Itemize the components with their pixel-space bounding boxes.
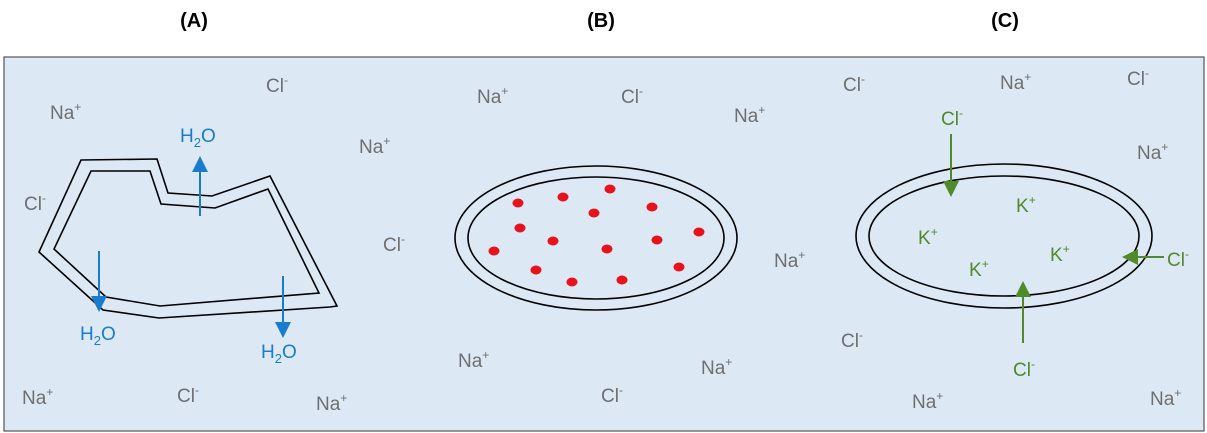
chloride-ion-label: Cl- [383,232,405,256]
chloride-ion-label: Cl- [24,191,46,215]
chloride-ion-label: Cl- [266,73,288,97]
potassium-ion-label: K+ [969,257,989,281]
sodium-ion-label: Na+ [1000,70,1031,94]
panel-label-c: (C) [991,10,1019,32]
potassium-ion-label: K+ [1050,242,1070,266]
chloride-ion-label: Cl- [843,72,865,96]
red-particle [514,223,526,233]
sodium-ion-label: Na+ [359,134,390,158]
sodium-ion-label: Na+ [912,389,943,413]
sodium-ion-label: Na+ [774,248,805,272]
sodium-ion-label: Na+ [734,103,765,127]
panel-label-b: (B) [587,10,615,32]
water-label: H2O [261,342,297,366]
red-particle [646,202,658,212]
sodium-ion-label: Na+ [316,391,347,415]
red-particle [547,236,559,246]
red-particle [604,184,616,194]
chloride-ion-label: Cl- [177,383,199,407]
red-particle [557,192,569,202]
red-particle [512,198,524,208]
red-particle [588,208,600,218]
sodium-ion-label: Na+ [22,385,53,409]
potassium-ion-label: K+ [918,225,938,249]
chloride-ion-label: Cl- [841,328,863,352]
chloride-ion-label: Cl- [1127,66,1149,90]
red-particle [601,244,613,254]
chloride-ion-label-green: Cl- [1167,247,1189,271]
red-particle [530,265,542,275]
water-arrows [91,156,291,338]
red-particle [693,227,705,237]
water-labels: H2O H2O H2O [80,126,297,366]
chloride-ion-label: Cl- [601,383,623,407]
red-particle [651,235,663,245]
shrunken-cell-membrane [38,158,339,319]
sodium-ion-label: Na+ [458,348,489,372]
extracellular-ions: Na+ Cl- Na+ Cl- Cl- Na+ Cl- Na+ Na+ Cl- … [22,66,1181,415]
water-label: H2O [80,324,116,348]
chloride-arrows [943,134,1164,343]
sodium-ion-label: Na+ [701,355,732,379]
chloride-ion-label: Cl- [621,84,643,108]
cell-membrane-b [454,165,738,311]
cell-membrane-c [855,163,1153,309]
red-particle [616,275,628,285]
sodium-ion-label: Na+ [477,84,508,108]
potassium-ion-label: K+ [1016,193,1036,217]
extracellular-solution-background [3,56,1205,432]
green-ion-labels: Cl- Cl- Cl- K+ K+ K+ K+ [918,106,1189,381]
red-particle [488,246,500,256]
red-particle [673,262,685,272]
sodium-ion-label: Na+ [1137,140,1168,164]
red-particle [566,277,578,287]
panel-label-a: (A) [180,10,208,32]
sodium-ion-label: Na+ [1150,386,1181,410]
chloride-ion-label-green: Cl- [941,106,963,130]
red-particles [488,184,705,287]
sodium-ion-label: Na+ [50,100,81,124]
water-label: H2O [180,126,216,150]
chloride-ion-label-green: Cl- [1013,357,1035,381]
